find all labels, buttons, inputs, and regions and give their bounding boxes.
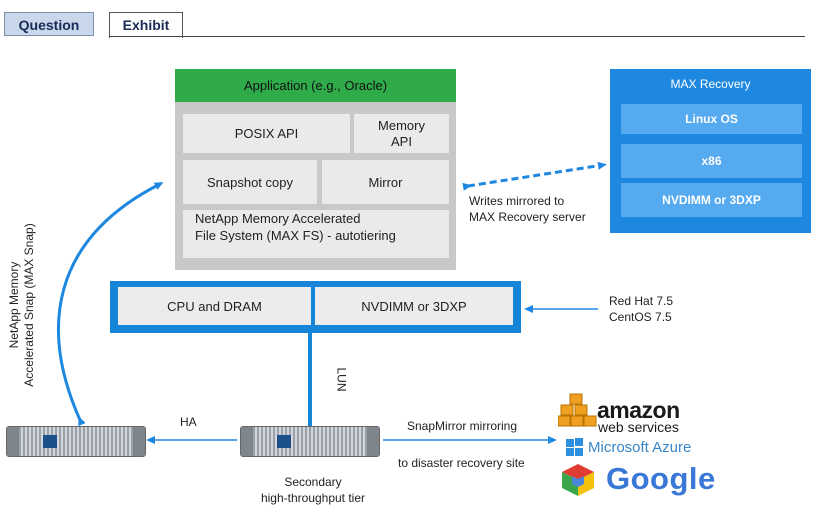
- primary-storage-array: [6, 426, 146, 457]
- max-recovery-nvdimm: NVDIMM or 3DXP: [621, 183, 802, 217]
- secondary-tier-label: Secondary high-throughput tier: [260, 475, 366, 505]
- hardware-bar: CPU and DRAM NVDIMM or 3DXP: [110, 281, 521, 333]
- tab-divider: [109, 36, 805, 37]
- mirror: Mirror: [322, 160, 449, 204]
- netapp-logo-icon: [43, 435, 57, 448]
- ha-label: HA: [180, 415, 197, 429]
- aws-logo-subtext: web services: [598, 419, 679, 435]
- azure-logo-text: Microsoft Azure: [588, 439, 692, 456]
- os-label: Red Hat 7.5 CentOS 7.5: [609, 294, 674, 324]
- mirror-arrow: [462, 161, 607, 191]
- secondary-storage-array: [240, 426, 380, 457]
- max-recovery-title: MAX Recovery: [670, 77, 751, 91]
- max-recovery-linux: Linux OS: [621, 104, 802, 134]
- nvdimm-3dxp: NVDIMM or 3DXP: [315, 287, 513, 325]
- max-snap-arrow: [57, 182, 164, 427]
- tab-exhibit[interactable]: Exhibit: [109, 12, 183, 38]
- amazon-logo-text: amazon: [597, 397, 680, 423]
- netapp-logo-icon: [277, 435, 291, 448]
- max-recovery-x86: x86: [621, 144, 802, 178]
- azure-windows-icon: [566, 438, 583, 456]
- lun-label: LUN: [334, 367, 349, 392]
- snapmirror-label: SnapMirror mirroring: [407, 419, 518, 433]
- google-logo-text: Google: [606, 461, 716, 496]
- posix-api: POSIX API: [183, 114, 350, 153]
- snapshot-copy: Snapshot copy: [183, 160, 317, 204]
- tab-question[interactable]: Question: [4, 12, 94, 36]
- max-snap-label: NetApp Memory Accelerated Snap (MAX Snap…: [7, 223, 36, 387]
- aws-boxes-icon: [558, 393, 597, 427]
- cpu-dram: CPU and DRAM: [118, 287, 311, 325]
- dr-site-label: to disaster recovery site: [398, 456, 525, 470]
- writes-mirrored-label: Writes mirrored to MAX Recovery server: [469, 194, 586, 224]
- max-recovery-box: MAX Recovery Linux OS x86 NVDIMM or 3DXP: [610, 69, 811, 233]
- application-header: Application (e.g., Oracle): [175, 69, 456, 102]
- google-cube-icon: [562, 464, 594, 496]
